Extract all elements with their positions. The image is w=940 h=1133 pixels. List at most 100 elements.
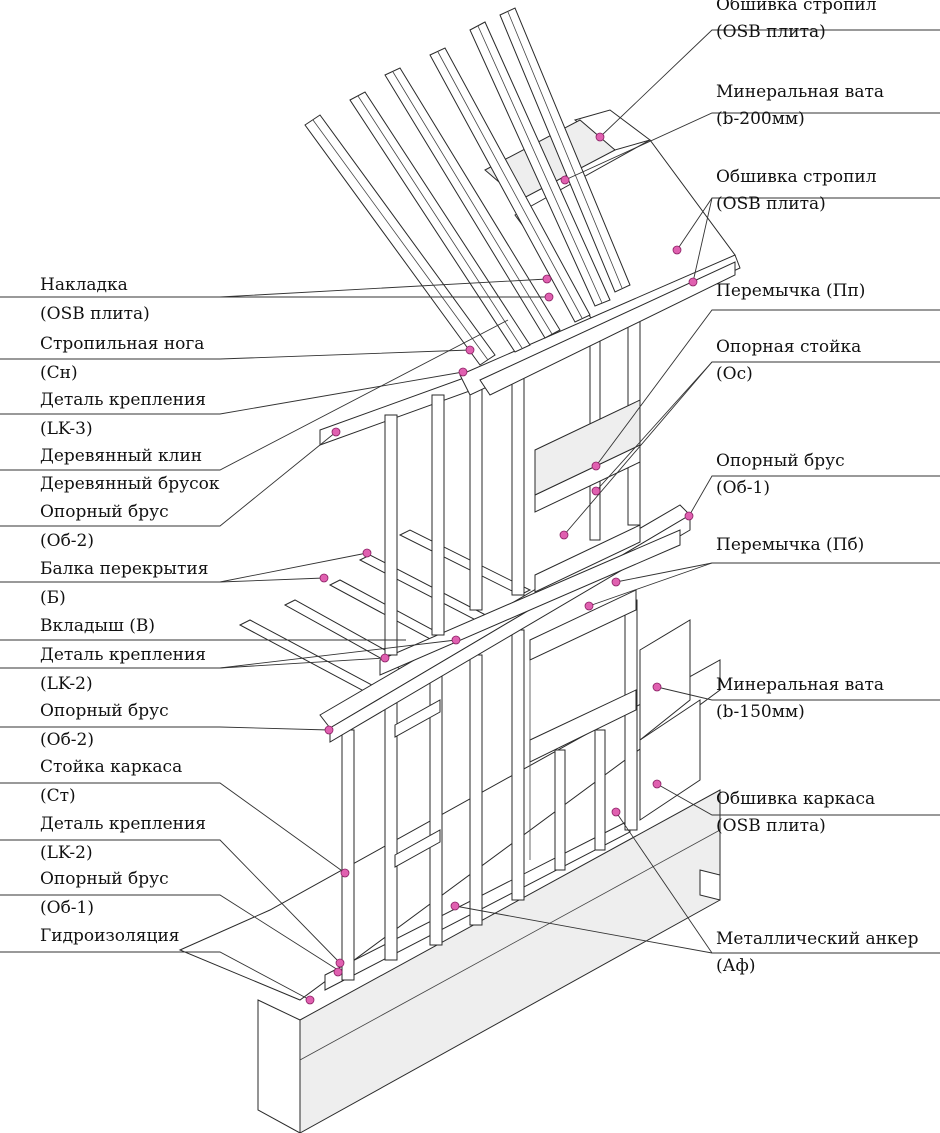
label-line1: Опорный брус [40, 869, 169, 889]
label-metal-anchor: Металлический анкер (Аф) [716, 928, 918, 977]
marker-dot [362, 548, 372, 558]
label-line1: Деталь крепления [40, 814, 207, 834]
label-fastener-lk3: Деталь крепления (LK-3) [40, 389, 206, 440]
label-line2: (Ос) [716, 364, 753, 384]
label-mineral-wool-200: Минеральная вата (b-200мм) [716, 81, 884, 130]
label-frame-sheathing: Обшивка каркаса (OSB плита) [716, 788, 875, 837]
label-frame-stud: Стойка каркаса (Ст) [40, 756, 182, 807]
marker-dot [340, 868, 350, 878]
label-line1: Балка перекрытия [40, 559, 209, 579]
marker-dot [652, 682, 662, 692]
marker-dot [611, 577, 621, 587]
label-support-beam-ob1-left: Опорный брус (Об-1) [40, 868, 169, 919]
label-mineral-wool-150: Минеральная вата (b-150мм) [716, 674, 884, 723]
marker-dot [591, 486, 601, 496]
marker-dot [465, 345, 475, 355]
label-line2: (OSB плита) [716, 22, 826, 42]
marker-dot [684, 511, 694, 521]
label-line1: Минеральная вата [716, 82, 885, 102]
marker-dot [672, 245, 682, 255]
label-line2: (OSB плита) [716, 816, 826, 836]
label-line1: Перемычка (Пб) [716, 535, 865, 555]
marker-dot [451, 635, 461, 645]
label-wood-wedge: Деревянный клин [40, 445, 202, 467]
marker-dot [688, 277, 698, 287]
label-support-beam-ob1-right: Опорный брус (Об-1) [716, 450, 845, 499]
label-line2: (LK-3) [40, 419, 93, 439]
marker-dot [591, 461, 601, 471]
marker-dot [324, 725, 334, 735]
label-line1: Опорный брус [716, 451, 845, 471]
label-line1: Вкладыш (В) [40, 616, 156, 636]
label-lintel-pp: Перемычка (Пп) [716, 280, 865, 302]
label-line2: (b-150мм) [716, 702, 805, 722]
label-roof-sheathing-1: Обшивка стропил (OSB плита) [716, 0, 877, 43]
label-line2: (Об-1) [40, 898, 94, 918]
label-line1: Обшивка стропил [716, 167, 877, 187]
label-line1: Накладка [40, 275, 128, 295]
marker-dot [331, 427, 341, 437]
leader-lines-right [454, 29, 940, 954]
label-line1: Стропильная нога [40, 334, 205, 354]
marker-dot [305, 995, 315, 1005]
marker-dot [335, 958, 345, 968]
label-line2: (LK-2) [40, 843, 93, 863]
label-line2: (Об-2) [40, 531, 94, 551]
label-line1: Опорный брус [40, 502, 169, 522]
marker-dot [380, 653, 390, 663]
label-line1: Гидроизоляция [40, 926, 180, 946]
label-line2: (Ст) [40, 786, 76, 806]
label-line1: Деревянный клин [40, 446, 203, 466]
label-support-post: Опорная стойка (Ос) [716, 336, 861, 385]
marker-dot [559, 530, 569, 540]
label-overlay-osb: Накладка (OSB плита) [40, 274, 150, 325]
label-fastener-lk2-upper: Деталь крепления (LK-2) [40, 644, 206, 695]
label-floor-beam: Балка перекрытия (Б) [40, 558, 208, 609]
label-roof-sheathing-2: Обшивка стропил (OSB плита) [716, 166, 877, 215]
label-line2: (Об-2) [40, 730, 94, 750]
leader-lines-left [0, 278, 549, 1001]
label-waterproofing: Гидроизоляция [40, 925, 180, 947]
marker-dot [560, 175, 570, 185]
label-line1: Деревянный брусок [40, 474, 220, 494]
marker-dot [319, 573, 329, 583]
label-rafter: Стропильная нога (Сн) [40, 333, 204, 384]
marker-dot [611, 807, 621, 817]
roof [304, 7, 741, 396]
marker-dot [542, 274, 552, 284]
marker-dot [584, 601, 594, 611]
marker-dot [458, 367, 468, 377]
label-line2: (OSB плита) [716, 194, 826, 214]
label-line1: Перемычка (Пп) [716, 281, 866, 301]
label-line1: Обшивка стропил [716, 0, 877, 15]
label-line2: (OSB плита) [40, 304, 150, 324]
label-line1: Минеральная вата [716, 675, 885, 695]
foundation [178, 659, 721, 1133]
label-support-beam-ob2-lower: Опорный брус (Об-2) [40, 700, 169, 751]
label-line1: Металлический анкер [716, 929, 919, 949]
label-wood-block: Деревянный брусок [40, 473, 220, 495]
marker-dot [652, 779, 662, 789]
label-lintel-pb: Перемычка (Пб) [716, 534, 864, 556]
label-line1: Обшивка каркаса [716, 789, 876, 809]
lower-wall-sheathing [639, 619, 701, 821]
label-line1: Деталь крепления [40, 645, 207, 665]
label-line1: Опорный брус [40, 701, 169, 721]
marker-dot [544, 292, 554, 302]
marker-dot [595, 132, 605, 142]
label-line1: Опорная стойка [716, 337, 862, 357]
label-line2: (Б) [40, 588, 66, 608]
marker-dot [333, 967, 343, 977]
label-line2: (Об-1) [716, 478, 770, 498]
label-line2: (Аф) [716, 956, 756, 976]
label-line1: Деталь крепления [40, 390, 207, 410]
marker-dot [450, 901, 460, 911]
label-fastener-lk2-lower: Деталь крепления (LK-2) [40, 813, 206, 864]
label-line2: (b-200мм) [716, 109, 805, 129]
label-line1: Стойка каркаса [40, 757, 183, 777]
label-line2: (Сн) [40, 363, 78, 383]
label-insert: Вкладыш (В) [40, 615, 155, 637]
label-support-beam-ob2-upper: Опорный брус (Об-2) [40, 501, 169, 552]
